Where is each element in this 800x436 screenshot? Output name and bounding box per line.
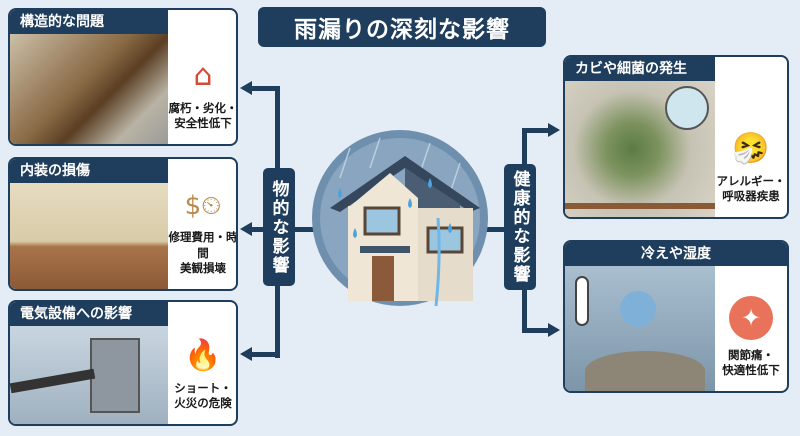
thermometer-icon [575, 276, 589, 326]
panel-heading: 内装の損傷 [10, 159, 168, 183]
panel-mold-bacteria: カビや細菌の発生 🤧 アレルギー・呼吸器疾患 [563, 55, 789, 219]
impact-text: 関節痛・ [728, 347, 774, 362]
impact-text: 快適性低下 [722, 363, 780, 378]
panel-heading: 冷えや湿度 [565, 242, 787, 266]
arrowhead-left-1 [240, 81, 252, 95]
damaged-interior-illustration [10, 183, 168, 289]
right-arrow-1 [522, 128, 550, 133]
panel-heading: カビや細菌の発生 [565, 57, 715, 81]
impact-text: 安全性低下 [174, 116, 232, 131]
joint-pain-icon: ✦ [729, 295, 773, 340]
cold-person-illustration [565, 266, 715, 391]
impact-text: 呼吸器疾患 [722, 189, 780, 204]
panel-cold-humidity: 冷えや湿度 ✦ 関節痛・快適性低下 [563, 240, 789, 393]
rotting-wood-illustration [10, 34, 168, 144]
leaking-house-illustration [310, 128, 490, 310]
arrowhead-right-1 [548, 123, 560, 137]
panel-heading: 構造的な問題 [10, 10, 168, 34]
impact-text: 美観損壊 [180, 261, 226, 276]
impact-text: 腐朽・劣化・ [168, 100, 238, 115]
arrowhead-left-2 [240, 222, 252, 236]
house-to-left-line [278, 227, 318, 232]
panel-structural-problems: 構造的な問題 ⌂ 腐朽・劣化・安全性低下 [8, 8, 238, 146]
moldy-wall-illustration [565, 81, 715, 217]
left-arrow-3 [248, 352, 278, 357]
health-impact-label: 健康的な影響 [504, 164, 536, 290]
physical-impact-label: 物的な影響 [263, 168, 295, 286]
arrowhead-right-2 [548, 323, 560, 337]
panel-interior-damage: 内装の損傷 $⏲ 修理費用・時間美観損壊 [8, 157, 238, 291]
arrowhead-left-3 [240, 347, 252, 361]
page-title: 雨漏りの深刻な影響 [258, 7, 546, 47]
coughing-person-icon: 🤧 [732, 130, 770, 166]
electrical-panel-illustration [10, 326, 168, 424]
left-arrow-1 [248, 86, 278, 91]
fire-icon: 🔥 [184, 337, 222, 373]
impact-text: アレルギー・ [716, 173, 786, 188]
impact-text: 修理費用・時間 [168, 230, 238, 260]
impact-text: ショート・ [174, 380, 232, 395]
panel-electrical-impact: 電気設備への影響 🔥 ショート・火災の危険 [8, 300, 238, 426]
impact-text: 火災の危険 [174, 396, 232, 411]
money-bag-clock-icon: $⏲ [184, 191, 222, 222]
panel-heading: 電気設備への影響 [10, 302, 168, 326]
damaged-house-icon: ⌂ [193, 57, 213, 93]
right-arrow-2 [522, 328, 550, 333]
